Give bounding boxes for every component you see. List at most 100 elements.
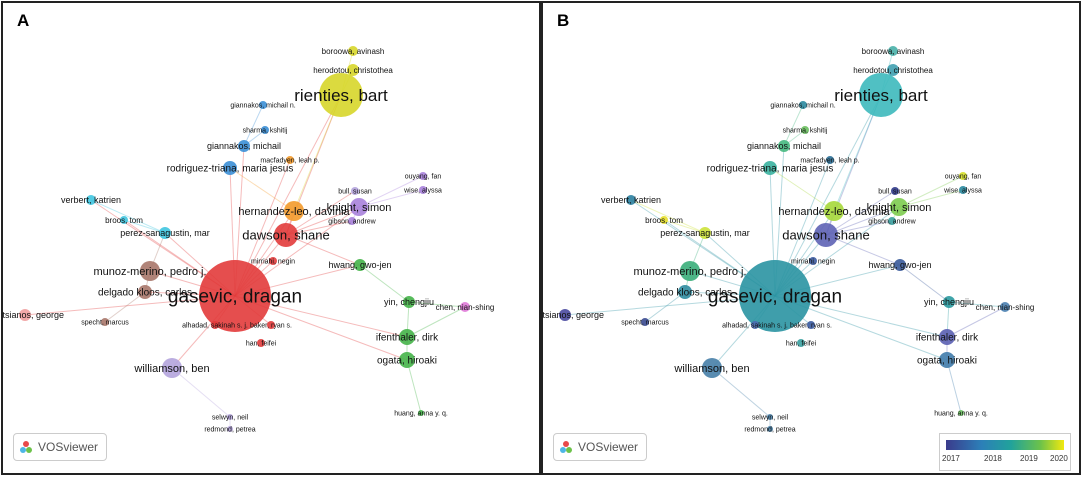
author-node-huang[interactable] (418, 410, 424, 416)
author-node-chen[interactable] (460, 302, 470, 312)
author-node-bull[interactable] (351, 187, 359, 195)
author-node-delgado[interactable] (138, 285, 152, 299)
network-edge (899, 264, 950, 303)
author-node-veletsianos[interactable] (19, 309, 31, 321)
author-node-sharma[interactable] (261, 126, 269, 134)
author-node-broos[interactable] (660, 216, 668, 224)
author-node-williamson[interactable] (702, 358, 722, 378)
author-label-chen: chen, nian-shing (976, 303, 1035, 312)
author-node-sharma[interactable] (801, 126, 809, 134)
author-node-bull[interactable] (891, 187, 899, 195)
author-node-perez[interactable] (699, 227, 711, 239)
author-label-mirriahi: mirriahi, negin (251, 258, 295, 265)
author-label-baker: baker, ryan s. (790, 322, 832, 329)
network-edge (774, 94, 882, 297)
author-node-boroowa[interactable] (348, 46, 358, 56)
author-node-dawson[interactable] (814, 223, 838, 247)
author-node-hernandez[interactable] (824, 201, 844, 221)
author-node-munoz[interactable] (140, 261, 160, 281)
author-node-macfadyen[interactable] (286, 156, 294, 164)
author-node-rienties[interactable] (859, 73, 903, 117)
author-node-perez[interactable] (159, 227, 171, 239)
author-node-hwang[interactable] (354, 259, 366, 271)
author-node-gibson[interactable] (888, 217, 896, 225)
author-node-boroowa[interactable] (888, 46, 898, 56)
author-label-verbert: verbert, katrien (61, 195, 121, 205)
author-node-knight[interactable] (350, 198, 368, 216)
network-edge (243, 104, 264, 147)
author-node-giannakosm[interactable] (259, 101, 267, 109)
author-node-alhadad[interactable] (211, 321, 219, 329)
author-node-gasevic[interactable] (739, 260, 811, 332)
author-node-herodotou[interactable] (347, 64, 359, 76)
author-node-redmond[interactable] (767, 426, 773, 432)
author-node-ouyang[interactable] (419, 172, 427, 180)
author-node-hwang[interactable] (894, 259, 906, 271)
author-node-verbert[interactable] (626, 195, 636, 205)
author-node-baker[interactable] (267, 321, 275, 329)
author-node-verbert[interactable] (86, 195, 96, 205)
author-node-specht[interactable] (641, 318, 649, 326)
author-node-redmond[interactable] (227, 426, 233, 432)
author-label-bull: bull, susan (878, 188, 912, 195)
author-node-delgado[interactable] (678, 285, 692, 299)
author-label-ouyang: ouyang, fan (405, 173, 442, 180)
author-node-ogata[interactable] (399, 352, 415, 368)
colorbar-tick: 2019 (1020, 454, 1038, 463)
network-edge (825, 234, 901, 266)
author-node-mirriahi[interactable] (269, 257, 277, 265)
author-node-specht[interactable] (101, 318, 109, 326)
author-node-selwyn[interactable] (227, 414, 233, 420)
author-node-giannakos[interactable] (238, 140, 250, 152)
author-node-herodotou[interactable] (887, 64, 899, 76)
author-node-giannakos[interactable] (778, 140, 790, 152)
author-node-rodriguez[interactable] (223, 161, 237, 175)
author-node-han[interactable] (257, 339, 265, 347)
author-node-giannakosm[interactable] (799, 101, 807, 109)
author-label-gibson: gibson, andrew (328, 218, 376, 225)
panel-a-label: A (17, 11, 30, 30)
author-node-hernandez[interactable] (284, 201, 304, 221)
author-node-selwyn[interactable] (767, 414, 773, 420)
author-node-rodriguez[interactable] (763, 161, 777, 175)
author-node-alhadad[interactable] (751, 321, 759, 329)
author-node-veletsianos[interactable] (559, 309, 571, 321)
author-node-ifenthaler[interactable] (939, 329, 955, 345)
author-node-gasevic[interactable] (199, 260, 271, 332)
author-node-broos[interactable] (120, 216, 128, 224)
author-node-mirriahi[interactable] (809, 257, 817, 265)
network-edge (123, 219, 166, 234)
author-node-williamson[interactable] (162, 358, 182, 378)
vosviewer-logo-icon (20, 441, 32, 453)
author-node-yin[interactable] (403, 296, 415, 308)
author-node-wise[interactable] (959, 186, 967, 194)
author-node-rienties[interactable] (319, 73, 363, 117)
author-node-macfadyen[interactable] (826, 156, 834, 164)
author-node-dawson[interactable] (274, 223, 298, 247)
author-node-wise[interactable] (419, 186, 427, 194)
author-node-munoz[interactable] (680, 261, 700, 281)
author-label-knight: knight, simon (867, 202, 932, 214)
author-label-bull: bull, susan (338, 188, 372, 195)
author-node-huang[interactable] (958, 410, 964, 416)
author-node-han[interactable] (797, 339, 805, 347)
author-node-baker[interactable] (807, 321, 815, 329)
author-node-chen[interactable] (1000, 302, 1010, 312)
author-label-sharma: sharma, kshitij (783, 127, 828, 134)
author-label-delgado: delgado kloos, carlos (638, 288, 732, 299)
author-node-yin[interactable] (943, 296, 955, 308)
author-node-ogata[interactable] (939, 352, 955, 368)
author-node-gibson[interactable] (348, 217, 356, 225)
author-node-ifenthaler[interactable] (399, 329, 415, 345)
author-label-hwang: hwang, gwo-jen (868, 260, 931, 270)
author-node-knight[interactable] (890, 198, 908, 216)
network-edge (948, 301, 1006, 308)
author-node-ouyang[interactable] (959, 172, 967, 180)
author-label-yin: yin, chengjiu (924, 297, 974, 307)
author-label-giannakosm: giannakos, michail n. (770, 102, 835, 109)
author-label-gasevic: gasevic, dragan (168, 287, 302, 308)
author-label-verbert: verbert, katrien (601, 195, 661, 205)
author-label-broos: broos, tom (645, 216, 683, 225)
network-edge (285, 234, 361, 266)
